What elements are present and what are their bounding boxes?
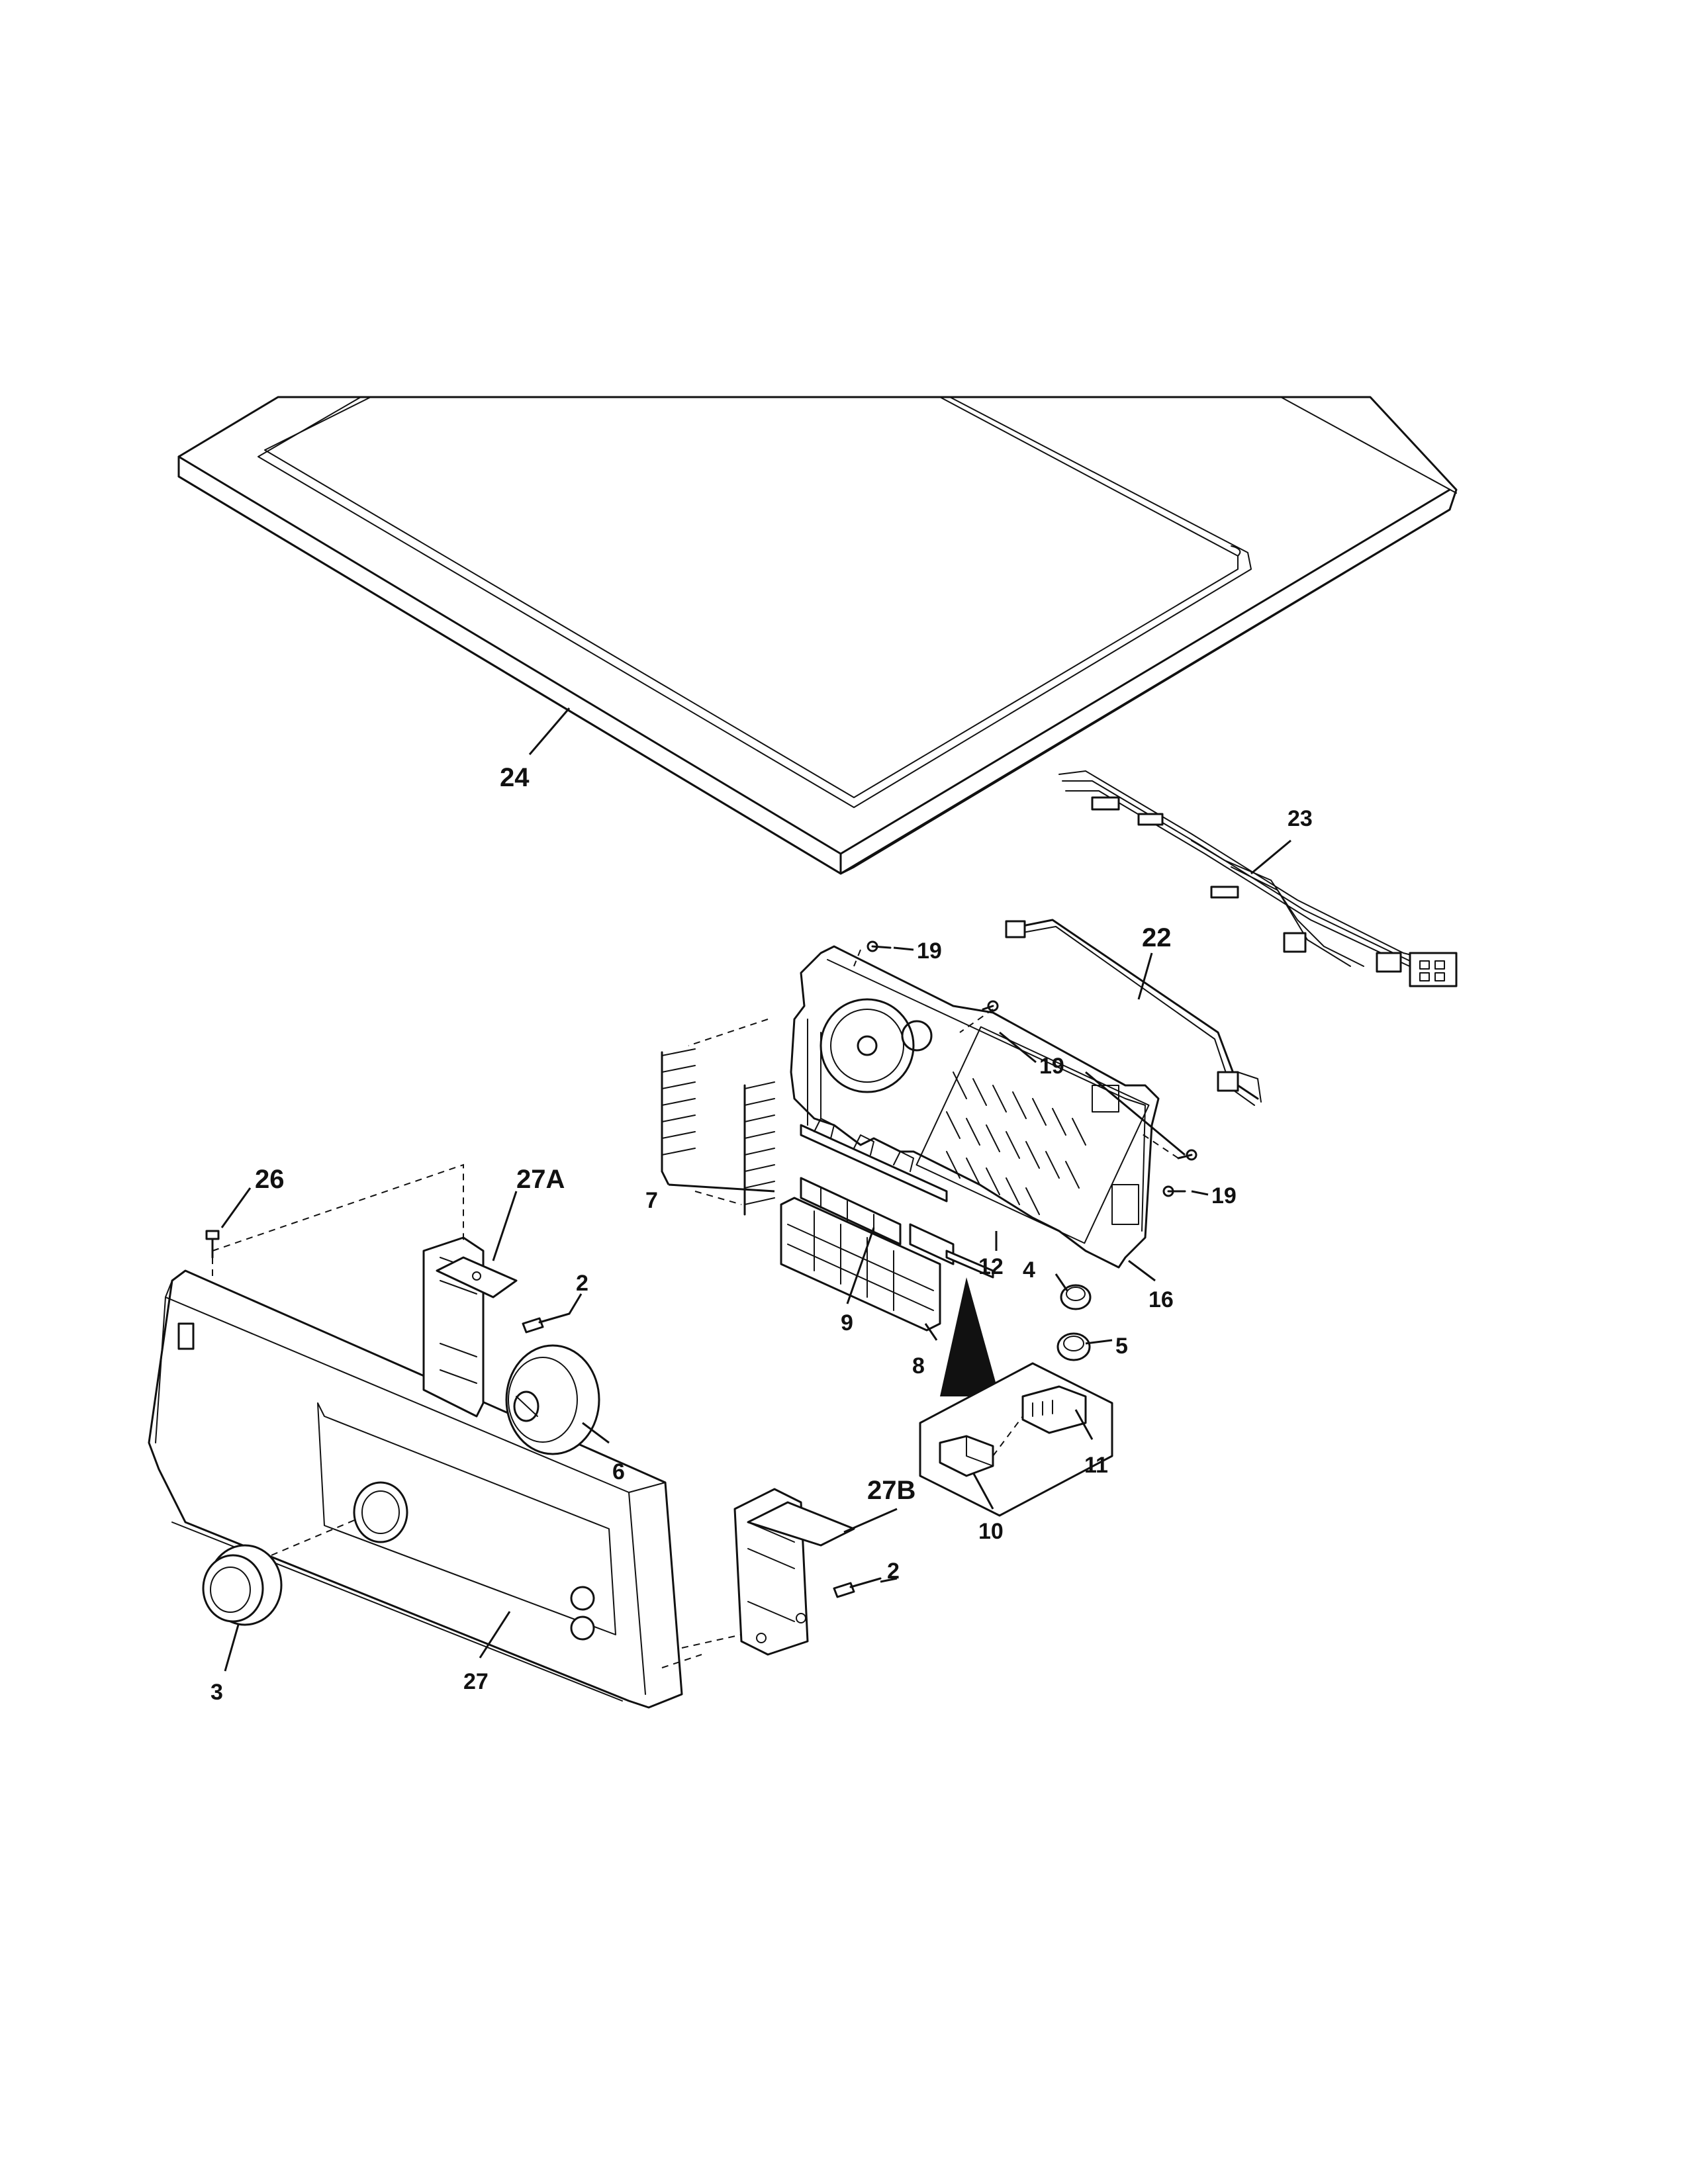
knob-buttons-4-5 (1056, 1284, 1092, 1361)
part-label-19-top: 19 (917, 938, 942, 964)
control-board-drawing (790, 945, 1160, 1269)
part-label-16: 16 (1149, 1287, 1174, 1312)
assembly-dashed-lines (212, 1163, 742, 1668)
top-panel-drawing (177, 396, 1458, 875)
part-label-8: 8 (912, 1353, 925, 1379)
part-label-27: 27 (463, 1669, 489, 1694)
part-label-3: 3 (211, 1680, 223, 1705)
wire-harness-drawing (1058, 770, 1458, 987)
screws-19 (688, 940, 1197, 1197)
knob-drawing (202, 1544, 283, 1626)
console-panel-drawing (148, 1269, 683, 1709)
part-label-2-upper: 2 (576, 1271, 588, 1296)
part-label-27a: 27A (516, 1165, 565, 1194)
part-label-12: 12 (978, 1254, 1004, 1279)
part-label-4: 4 (1023, 1257, 1035, 1283)
part-label-19-mid: 19 (1039, 1054, 1064, 1079)
part-label-27b: 27B (867, 1476, 915, 1505)
part-label-22: 22 (1142, 923, 1172, 952)
dial-drawing (505, 1344, 600, 1455)
part-labels: 24 23 22 19 19 19 7 26 27A 2 9 12 4 16 5… (211, 763, 1313, 1705)
part-label-9: 9 (841, 1310, 853, 1336)
part-label-10: 10 (978, 1519, 1004, 1544)
part-label-11: 11 (1084, 1453, 1108, 1478)
part-label-7: 7 (645, 1188, 658, 1213)
part-label-5: 5 (1115, 1334, 1128, 1359)
part-label-2-lower: 2 (887, 1559, 900, 1584)
contact-strips-drawing (661, 1048, 775, 1216)
inset-detail-drawing (919, 1277, 1113, 1517)
wire-lead-drawing (1005, 919, 1262, 1106)
part-label-26: 26 (255, 1165, 285, 1194)
leader-lines (220, 707, 1291, 1672)
part-label-6: 6 (612, 1459, 625, 1484)
part-label-24: 24 (500, 763, 530, 792)
bracket-27b-drawing (733, 1488, 855, 1656)
button-strips-drawing (800, 1118, 994, 1279)
bracket-27a-drawing (422, 1236, 518, 1418)
screws-2-26 (205, 1230, 882, 1598)
part-label-19-right: 19 (1211, 1183, 1237, 1208)
part-label-23: 23 (1288, 806, 1313, 831)
